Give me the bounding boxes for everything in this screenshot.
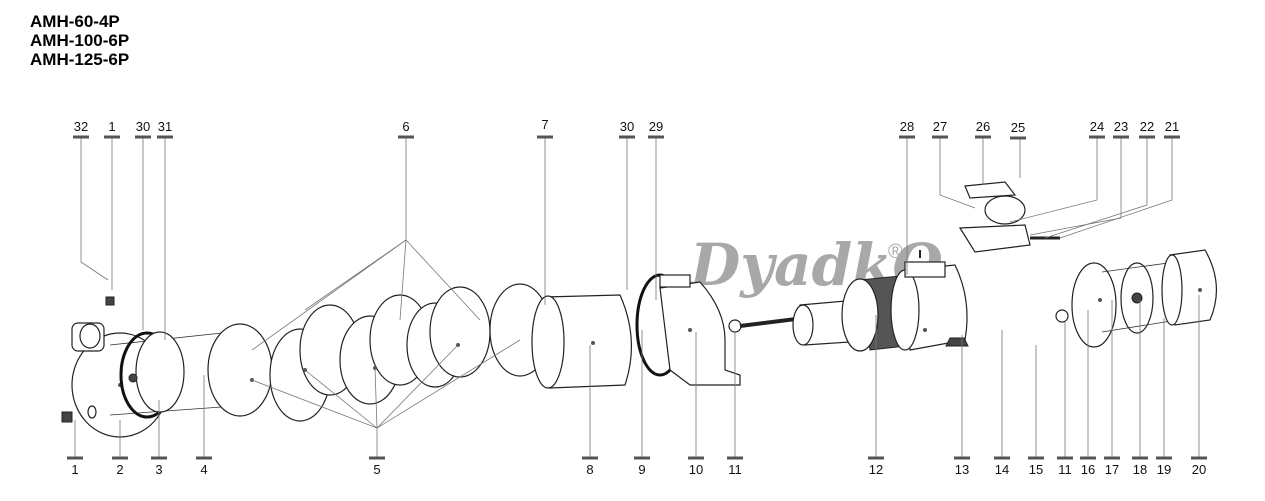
callout-label: 26: [976, 119, 990, 134]
callout-label: 8: [586, 462, 593, 477]
model-title: AMH-125-6P: [30, 50, 130, 69]
pump-sleeve: [531, 294, 632, 389]
leader-lines: [74, 138, 1200, 458]
callout-label: 3: [155, 462, 162, 477]
callout-label: 32: [74, 119, 88, 134]
pump-stages: [207, 283, 551, 422]
callout-label: 10: [689, 462, 703, 477]
callout-label: 23: [1114, 119, 1128, 134]
callout-label: 11: [728, 462, 742, 477]
callout-label: 11: [1058, 462, 1072, 477]
callout-label: 4: [200, 462, 207, 477]
callout-label: 17: [1105, 462, 1119, 477]
callout-label: 6: [402, 119, 409, 134]
callout-label: 12: [869, 462, 883, 477]
callout-label: 7: [541, 117, 548, 132]
callout-label: 29: [649, 119, 663, 134]
pump-parts: [61, 181, 1218, 438]
callout-label: 25: [1011, 120, 1025, 135]
callout-label: 27: [933, 119, 947, 134]
callout-label: 13: [955, 462, 969, 477]
callout-label: 28: [900, 119, 914, 134]
callout-label: 15: [1029, 462, 1043, 477]
top-callouts: 32 1 30 31 6 7 30 29 28 27 26 25 24 23 2…: [73, 117, 1180, 140]
callout-label: 2: [116, 462, 123, 477]
terminal-box: [919, 181, 1060, 258]
callout-label: 21: [1165, 119, 1179, 134]
model-title: AMH-100-6P: [30, 31, 130, 50]
registered-mark: ®: [888, 241, 903, 263]
model-title: AMH-60-4P: [30, 12, 120, 31]
callout-label: 5: [373, 462, 380, 477]
callout-label: 16: [1081, 462, 1095, 477]
callout-label: 9: [638, 462, 645, 477]
model-list: AMH-60-4P AMH-100-6P AMH-125-6P: [30, 12, 129, 69]
callout-label: 22: [1140, 119, 1154, 134]
motor-housing: [890, 261, 969, 351]
callout-label: 1: [71, 462, 78, 477]
pump-bracket: [659, 274, 741, 386]
callout-label: 1: [108, 119, 115, 134]
callout-label: 19: [1157, 462, 1171, 477]
callout-label: 20: [1192, 462, 1206, 477]
callout-label: 31: [158, 119, 172, 134]
callout-label: 30: [620, 119, 634, 134]
callout-label: 24: [1090, 119, 1104, 134]
callout-label: 18: [1133, 462, 1147, 477]
bottom-callouts: 1 2 3 4 5 8 9 10 11 12 13 14 15 11 16 17…: [67, 456, 1207, 477]
callout-label: 14: [995, 462, 1009, 477]
callout-label: 30: [136, 119, 150, 134]
